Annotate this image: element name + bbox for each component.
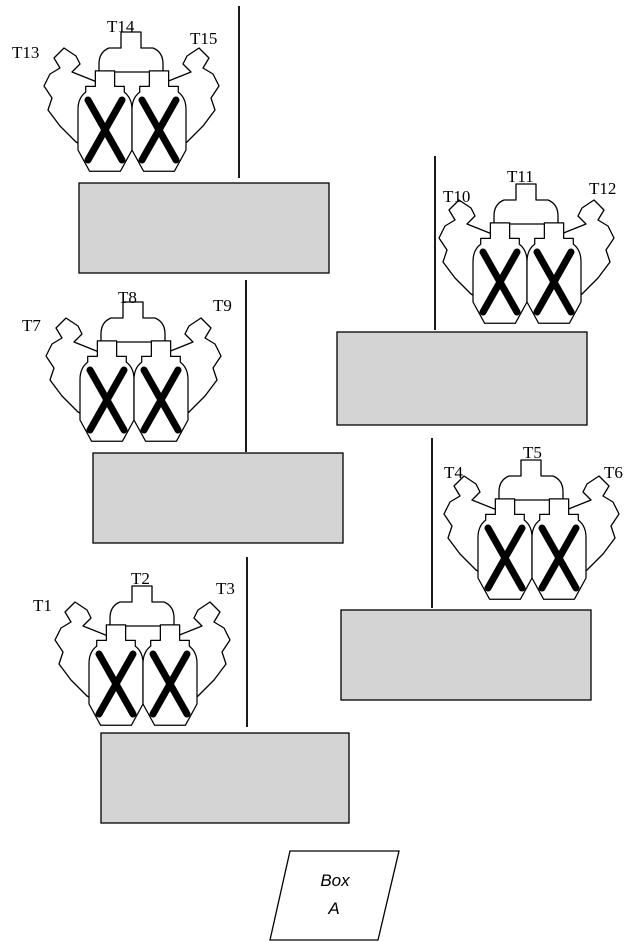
- silhouette-target-icon: [526, 222, 582, 324]
- silhouette-target-icon: [88, 624, 144, 726]
- barrier-plate-4: [340, 609, 592, 701]
- group-t10-t12: [438, 183, 615, 324]
- target-label-t7: T7: [22, 316, 41, 335]
- target-label-t10: T10: [443, 187, 470, 206]
- x-mark-icon: [140, 366, 182, 434]
- rear-center-target-icon: [100, 301, 166, 343]
- x-mark-icon: [484, 524, 526, 592]
- box-a: Box A: [269, 850, 400, 941]
- target-label-t1: T1: [33, 596, 52, 615]
- target-label-t13: T13: [12, 43, 39, 62]
- target-label-t14: T14: [107, 17, 135, 36]
- target-groups-layer: [43, 31, 620, 726]
- group-t1-t3: [54, 585, 231, 726]
- silhouette-target-icon: [472, 222, 528, 324]
- x-mark-icon: [84, 96, 126, 164]
- barrier-plate-1: [78, 182, 330, 274]
- rear-center-target-icon: [493, 183, 559, 225]
- target-label-t12: T12: [589, 179, 616, 198]
- silhouette-target-icon: [79, 340, 135, 442]
- silhouette-target-icon: [77, 70, 133, 172]
- barrier-plate-2: [336, 331, 588, 426]
- silhouette-target-icon: [531, 498, 587, 600]
- target-label-t5: T5: [523, 443, 542, 462]
- wall-lines-layer: [238, 6, 436, 727]
- box-a-label-line1: Box: [320, 871, 350, 890]
- target-label-t4: T4: [444, 463, 463, 482]
- x-mark-icon: [95, 650, 137, 718]
- barrier-plate-5: [100, 732, 350, 824]
- target-labels: T1 T2 T3 T4 T5 T6 T7 T8 T9 T10 T11 T12 T…: [12, 17, 623, 615]
- box-a-outline: [269, 850, 400, 941]
- target-label-t2: T2: [131, 569, 150, 588]
- silhouette-target-icon: [131, 70, 187, 172]
- x-mark-icon: [479, 248, 521, 316]
- silhouette-target-icon: [142, 624, 198, 726]
- target-label-t8: T8: [118, 288, 137, 307]
- barrier-plates-layer: [78, 182, 592, 824]
- rear-center-target-icon: [98, 31, 164, 73]
- x-mark-icon: [138, 96, 180, 164]
- x-mark-icon: [86, 366, 128, 434]
- x-mark-icon: [538, 524, 580, 592]
- group-t7-t9: [45, 301, 222, 442]
- group-t13-t15: [43, 31, 220, 172]
- x-mark-icon: [533, 248, 575, 316]
- target-label-t3: T3: [216, 579, 235, 598]
- target-label-t11: T11: [507, 167, 534, 186]
- target-label-t9: T9: [213, 296, 232, 315]
- group-t4-t6: [443, 459, 620, 600]
- box-a-label-line2: A: [327, 899, 339, 918]
- silhouette-target-icon: [133, 340, 189, 442]
- target-label-t15: T15: [190, 29, 217, 48]
- barrier-plate-3: [92, 452, 344, 544]
- x-mark-icon: [149, 650, 191, 718]
- rear-center-target-icon: [109, 585, 175, 627]
- silhouette-target-icon: [477, 498, 533, 600]
- rear-center-target-icon: [498, 459, 564, 501]
- target-label-t6: T6: [604, 463, 623, 482]
